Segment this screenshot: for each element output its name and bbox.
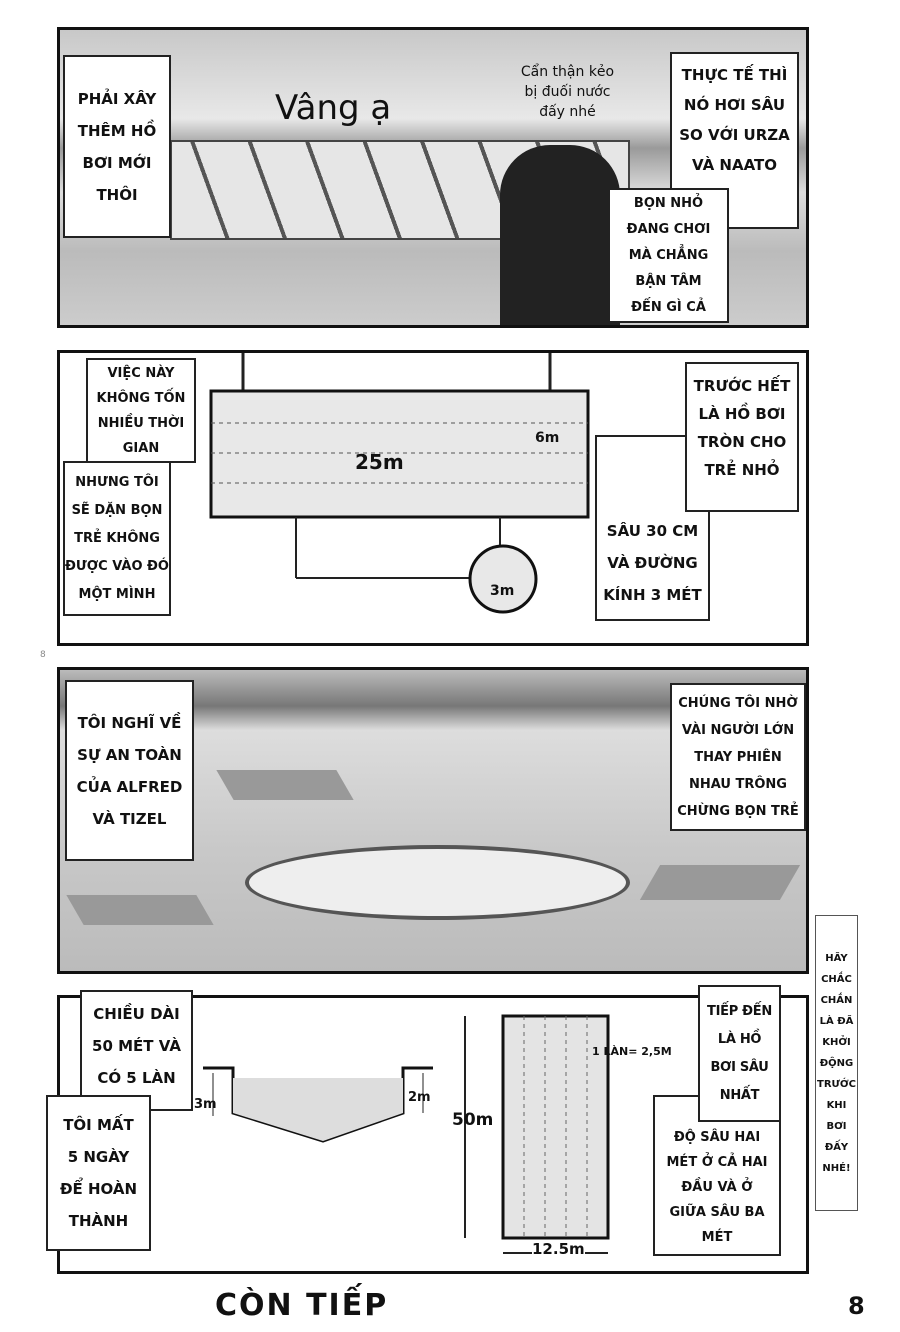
speech-box: PHẢI XÂY THÊM HỒ BƠI MỚI THÔI (63, 55, 171, 238)
length-label: 25m (355, 450, 404, 474)
narration-box: CHÚNG TÔI NHỜ VÀI NGƯỜI LỚN THAY PHIÊN N… (670, 683, 806, 831)
diameter-label: 3m (490, 583, 515, 599)
narration-box: VIỆC NÀY KHÔNG TỐN NHIỀU THỜI GIAN (86, 358, 196, 463)
width-label: 6m (535, 430, 560, 446)
lounge-chair (216, 770, 354, 800)
narration-box: TÔI NGHĨ VỀ SỰ AN TOÀN CỦA ALFRED VÀ TIZ… (65, 680, 194, 861)
length-label: 50m (452, 1110, 494, 1130)
narration-box: TIẾP ĐẾN LÀ HỒ BƠI SÂU NHẤT (698, 985, 781, 1122)
page-marker: 8 (40, 650, 46, 660)
shout-text: Vâng ạ (275, 88, 392, 128)
narration-box: NHƯNG TÔI SẼ DẶN BỌN TRẺ KHÔNG ĐƯỢC VÀO … (63, 461, 171, 616)
lane-label: 1 LÀN= 2,5M (592, 1045, 672, 1058)
panel-4 (57, 995, 809, 1274)
pool-diagram (209, 353, 590, 614)
round-pool-art (245, 845, 630, 920)
lounge-chair (639, 865, 801, 900)
narration-box: CHIỀU DÀI 50 MÉT VÀ CÓ 5 LÀN (80, 990, 193, 1111)
whisper-text: Cẩn thận kẻo bị đuối nước đấy nhé (520, 64, 615, 120)
narration-box: TÔI MẤT 5 NGÀY ĐỂ HOÀN THÀNH (46, 1095, 151, 1251)
side-note: HÃY CHẮC CHẮN LÀ ĐÃ KHỞI ĐỘNG TRƯỚC KHI … (815, 915, 858, 1211)
width-label: 12.5m (532, 1240, 585, 1258)
page-number: 8 (848, 1292, 865, 1320)
to-be-continued: CÒN TIẾP (215, 1288, 389, 1323)
lounge-chair (66, 895, 214, 925)
boy-figure (500, 145, 620, 325)
narration-box: TRƯỚC HẾT LÀ HỒ BƠI TRÒN CHO TRẺ NHỎ (685, 362, 799, 512)
depth-left-label: 3m (194, 1097, 217, 1112)
deep-pool-diagram (203, 1014, 610, 1254)
depth-right-label: 2m (408, 1090, 431, 1105)
narration-box: BỌN NHỎ ĐANG CHƠI MÀ CHẲNG BẬN TÂM ĐẾN G… (608, 188, 729, 323)
panel-2 (57, 350, 809, 646)
